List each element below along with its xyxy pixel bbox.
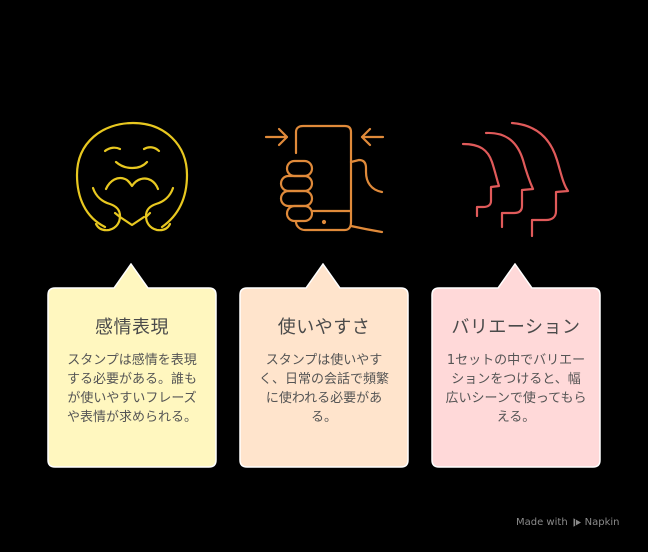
card-emotion: 感情表現 スタンプは感情を表現する必要がある。誰もが使いやすいフレーズや表情が求… — [47, 263, 217, 468]
card-emotion-shape — [47, 263, 217, 468]
card-ease-of-use-shape — [239, 263, 409, 468]
card-ease-of-use-description: スタンプは使いやすく、日常の会話で頻繁に使われる必要がある。 — [258, 353, 389, 425]
card-ease-of-use: 使いやすさ スタンプは使いやすく、日常の会話で頻繁に使われる必要がある。 — [239, 263, 409, 468]
card-variation-description: 1セットの中でバリエーションをつけると、幅広いシーンで使ってもらえる。 — [445, 353, 587, 425]
napkin-logo-icon — [572, 518, 581, 527]
card-emotion-description: スタンプは感情を表現する必要がある。誰もが使いやすいフレーズや表情が求められる。 — [66, 353, 197, 425]
napkin-brand-label: Napkin — [584, 517, 620, 528]
card-variation-title: バリエーション — [451, 317, 581, 338]
made-with-label: Made with — [516, 517, 568, 528]
card-variation: バリエーション 1セットの中でバリエーションをつけると、幅広いシーンで使ってもら… — [431, 263, 601, 468]
card-ease-of-use-title: 使いやすさ — [277, 317, 371, 338]
hand-holding-phone-icon — [250, 110, 400, 250]
face-profiles-icon — [450, 110, 590, 240]
hugging-face-icon — [60, 100, 210, 250]
card-variation-shape — [431, 263, 601, 468]
napkin-brand: Napkin — [572, 517, 620, 528]
card-emotion-title: 感情表現 — [95, 317, 169, 338]
made-with-napkin-footer: Made with Napkin — [516, 517, 620, 528]
